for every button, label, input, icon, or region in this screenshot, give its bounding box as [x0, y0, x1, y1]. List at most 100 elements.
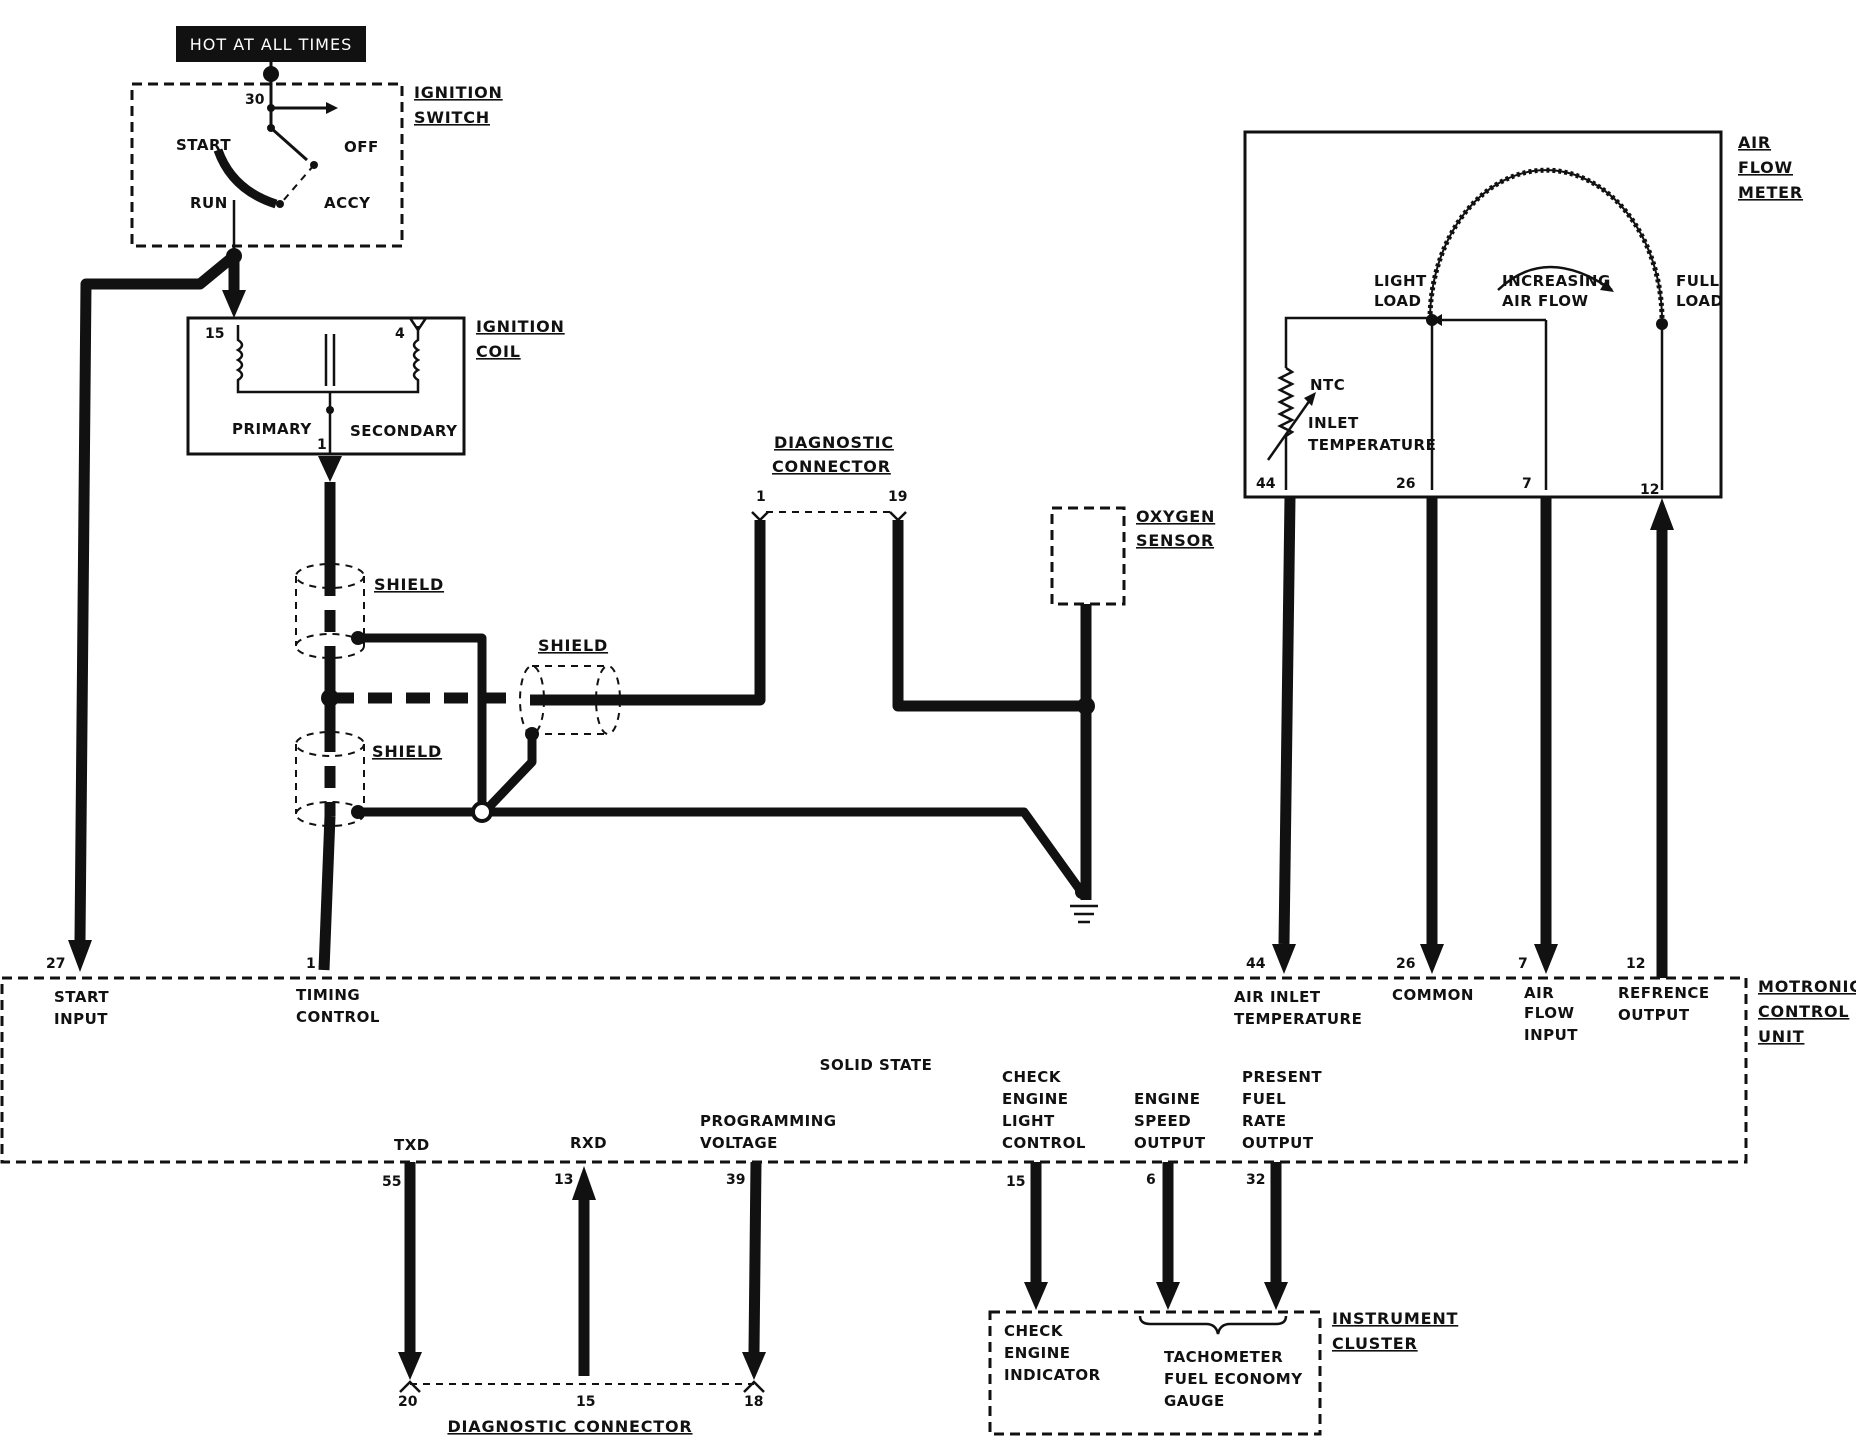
oxygen-signal-wire	[892, 520, 1095, 715]
svg-text:REFRENCE: REFRENCE	[1618, 984, 1710, 1002]
svg-text:SWITCH: SWITCH	[414, 108, 490, 127]
svg-text:12: 12	[1640, 482, 1659, 498]
start-wire	[68, 246, 242, 972]
svg-text:4: 4	[395, 326, 405, 342]
svg-text:SOLID STATE: SOLID STATE	[820, 1056, 933, 1074]
svg-text:IGNITION: IGNITION	[476, 317, 565, 336]
svg-text:DIAGNOSTIC: DIAGNOSTIC	[774, 433, 894, 452]
svg-text:27: 27	[46, 956, 65, 972]
svg-text:INCREASING: INCREASING	[1502, 272, 1611, 290]
svg-text:TEMPERATURE: TEMPERATURE	[1234, 1010, 1362, 1028]
svg-text:IGNITION: IGNITION	[414, 83, 503, 102]
svg-text:START: START	[54, 988, 109, 1006]
ignition-coil: IGNITION COIL 15 4 PRIMARY SECONDARY 1	[186, 316, 565, 456]
svg-text:1: 1	[306, 956, 316, 972]
svg-text:RATE: RATE	[1242, 1112, 1286, 1130]
svg-text:55: 55	[382, 1174, 401, 1190]
svg-text:AIR FLOW: AIR FLOW	[1502, 292, 1589, 310]
svg-text:1: 1	[756, 489, 766, 505]
svg-text:SHIELD: SHIELD	[374, 575, 444, 594]
svg-text:CHECK: CHECK	[1002, 1068, 1062, 1086]
svg-text:26: 26	[1396, 956, 1415, 972]
svg-text:FLOW: FLOW	[1524, 1004, 1575, 1022]
oxygen-sensor: OXYGEN SENSOR	[1050, 506, 1215, 924]
svg-text:CONTROL: CONTROL	[296, 1008, 380, 1026]
svg-text:TIMING: TIMING	[296, 986, 360, 1004]
diag-signal-wire	[330, 520, 766, 706]
svg-text:TXD: TXD	[394, 1136, 430, 1154]
coil-feed-wire	[222, 256, 246, 318]
svg-text:FUEL: FUEL	[1242, 1090, 1286, 1108]
svg-text:CHECK: CHECK	[1004, 1322, 1064, 1340]
svg-text:FLOW: FLOW	[1738, 158, 1793, 177]
svg-text:MOTRONIC: MOTRONIC	[1758, 977, 1856, 996]
hot-at-all-times-label: HOT AT ALL TIMES	[176, 26, 366, 62]
air-flow-meter: AIR FLOW METER LIGHT LOAD INCREASING AIR…	[1243, 130, 1802, 499]
svg-text:INSTRUMENT: INSTRUMENT	[1332, 1309, 1458, 1328]
svg-text:SPEED: SPEED	[1134, 1112, 1191, 1130]
svg-text:COIL: COIL	[476, 342, 521, 361]
diagnostic-connector-top: DIAGNOSTIC CONNECTOR 1 19	[751, 433, 907, 522]
svg-text:CONTROL: CONTROL	[1002, 1134, 1086, 1152]
svg-text:FUEL ECONOMY: FUEL ECONOMY	[1164, 1370, 1303, 1388]
svg-text:1: 1	[317, 437, 327, 453]
svg-text:39: 39	[726, 1172, 745, 1188]
svg-text:CONTROL: CONTROL	[1758, 1002, 1849, 1021]
svg-text:LIGHT: LIGHT	[1002, 1112, 1055, 1130]
svg-text:20: 20	[398, 1394, 418, 1410]
svg-text:SHIELD: SHIELD	[372, 742, 442, 761]
svg-text:15: 15	[1006, 1174, 1025, 1190]
svg-text:LIGHT: LIGHT	[1374, 272, 1427, 290]
svg-text:7: 7	[1522, 476, 1532, 492]
svg-text:ACCY: ACCY	[324, 194, 371, 212]
svg-text:GAUGE: GAUGE	[1164, 1392, 1225, 1410]
svg-text:OUTPUT: OUTPUT	[1618, 1006, 1690, 1024]
svg-text:RXD: RXD	[570, 1134, 607, 1152]
svg-text:INPUT: INPUT	[1524, 1026, 1578, 1044]
svg-text:PROGRAMMING: PROGRAMMING	[700, 1112, 837, 1130]
ecu-diag-wires	[398, 1161, 766, 1380]
svg-text:ENGINE: ENGINE	[1134, 1090, 1201, 1108]
motronic-control-unit: MOTRONIC CONTROL UNIT SOLID STATE 27 1 4…	[0, 956, 1856, 1190]
svg-text:6: 6	[1146, 1172, 1156, 1188]
svg-text:INDICATOR: INDICATOR	[1004, 1366, 1101, 1384]
svg-text:SECONDARY: SECONDARY	[350, 422, 458, 440]
svg-text:NTC: NTC	[1310, 376, 1345, 394]
svg-text:OXYGEN: OXYGEN	[1136, 507, 1215, 526]
timing-control-wire	[318, 456, 342, 971]
svg-text:ENGINE: ENGINE	[1004, 1344, 1071, 1362]
svg-text:TACHOMETER: TACHOMETER	[1164, 1348, 1283, 1366]
svg-text:INLET: INLET	[1308, 414, 1359, 432]
svg-text:32: 32	[1246, 1172, 1265, 1188]
svg-text:CLUSTER: CLUSTER	[1332, 1334, 1418, 1353]
shield-ground-wires	[351, 631, 1084, 893]
svg-text:PRESENT: PRESENT	[1242, 1068, 1322, 1086]
svg-text:UNIT: UNIT	[1758, 1027, 1804, 1046]
svg-text:26: 26	[1396, 476, 1415, 492]
ecu-cluster-wires	[1024, 1162, 1288, 1310]
svg-text:SENSOR: SENSOR	[1136, 531, 1214, 550]
svg-text:OUTPUT: OUTPUT	[1134, 1134, 1206, 1152]
svg-text:ENGINE: ENGINE	[1002, 1090, 1069, 1108]
svg-text:30: 30	[245, 92, 265, 108]
svg-text:SHIELD: SHIELD	[538, 636, 608, 655]
svg-text:RUN: RUN	[190, 194, 228, 212]
svg-text:INPUT: INPUT	[54, 1010, 108, 1028]
svg-text:TEMPERATURE: TEMPERATURE	[1308, 436, 1436, 454]
instrument-cluster: INSTRUMENT CLUSTER CHECK ENGINE INDICATO…	[988, 1309, 1458, 1436]
svg-text:START: START	[176, 136, 231, 154]
svg-text:HOT AT ALL TIMES: HOT AT ALL TIMES	[190, 35, 352, 54]
svg-text:VOLTAGE: VOLTAGE	[700, 1134, 778, 1152]
svg-text:13: 13	[554, 1172, 573, 1188]
svg-text:OFF: OFF	[344, 138, 379, 156]
svg-text:18: 18	[744, 1394, 763, 1410]
ignition-switch: IGNITION SWITCH 30 START OFF RUN ACCY	[130, 62, 503, 248]
svg-text:CONNECTOR: CONNECTOR	[772, 457, 891, 476]
svg-text:OUTPUT: OUTPUT	[1242, 1134, 1314, 1152]
svg-text:19: 19	[888, 489, 907, 505]
svg-text:AIR: AIR	[1738, 133, 1771, 152]
svg-text:AIR INLET: AIR INLET	[1234, 988, 1321, 1006]
diagnostic-connector-bottom: 20 15 18 DIAGNOSTIC CONNECTOR	[398, 1380, 765, 1436]
afm-wires	[1272, 496, 1674, 978]
